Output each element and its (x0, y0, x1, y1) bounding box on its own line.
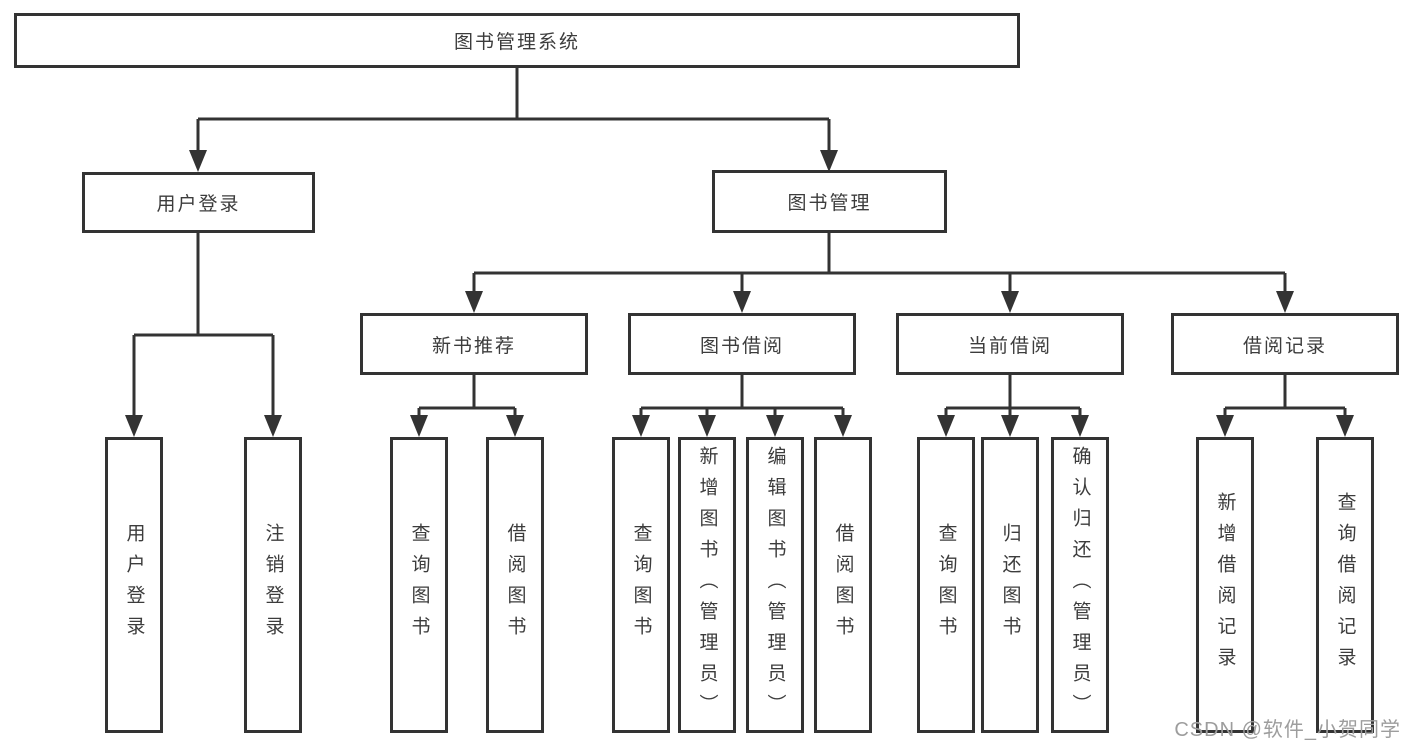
arrowheads (125, 150, 1354, 437)
leaf-edit-books-admin: 编辑图书（管理员） (746, 437, 804, 733)
node-new-book-recommend: 新书推荐 (360, 313, 588, 375)
leaf-add-borrow-record: 新增借阅记录 (1196, 437, 1254, 733)
node-borrow-records: 借阅记录 (1171, 313, 1399, 375)
leaf-logout: 注销登录 (244, 437, 302, 733)
leaf-query-borrow-record: 查询借阅记录 (1316, 437, 1374, 733)
node-user-login: 用户登录 (82, 172, 315, 233)
node-root: 图书管理系统 (14, 13, 1020, 68)
node-book-management: 图书管理 (712, 170, 947, 233)
leaf-confirm-return-admin: 确认归还（管理员） (1051, 437, 1109, 733)
leaf-return-books: 归还图书 (981, 437, 1039, 733)
leaf-query-books-recommend: 查询图书 (390, 437, 448, 733)
tree-edges (132, 68, 1347, 417)
leaf-user-login: 用户登录 (105, 437, 163, 733)
leaf-borrow-books-recommend: 借阅图书 (486, 437, 544, 733)
leaf-add-books-admin: 新增图书（管理员） (678, 437, 736, 733)
csdn-watermark: CSDN @软件_小贺同学 (1174, 719, 1401, 741)
leaf-query-books-borrowing: 查询图书 (612, 437, 670, 733)
node-current-borrowing: 当前借阅 (896, 313, 1124, 375)
node-book-borrowing: 图书借阅 (628, 313, 856, 375)
leaf-borrow-books: 借阅图书 (814, 437, 872, 733)
leaf-query-books-current: 查询图书 (917, 437, 975, 733)
